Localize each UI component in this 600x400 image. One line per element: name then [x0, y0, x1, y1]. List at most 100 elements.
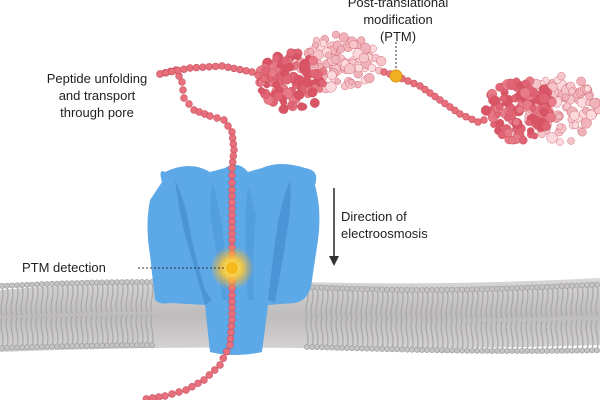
amino-acid-bead [441, 99, 449, 108]
amino-acid-bead [180, 65, 188, 73]
lipid-head [29, 344, 35, 351]
lipid-head [409, 287, 415, 293]
ptm-detection-label: PTM detection [22, 260, 106, 275]
amino-acid-bead [182, 386, 190, 394]
lipid-head [409, 346, 415, 353]
lipid-head [369, 345, 375, 352]
lipid-tail [360, 318, 364, 349]
lipid-head [129, 342, 135, 349]
lipid-head [489, 348, 495, 354]
lipid-head [549, 347, 555, 354]
lipid-tail [540, 320, 544, 352]
lipid-head [44, 343, 50, 350]
lipid-tail [70, 315, 74, 347]
lipid-head [99, 279, 105, 286]
ptm-label-line-1: Post-translational [347, 0, 449, 10]
lipid-head [429, 287, 435, 293]
lipid-tail [60, 283, 64, 314]
amino-acid-bead [224, 63, 232, 71]
lipid-head [574, 282, 580, 289]
protein-residue [308, 55, 319, 66]
lipid-head [69, 343, 75, 350]
lipid-tail [550, 286, 554, 317]
lipid-tail [15, 285, 19, 316]
lipid-head [564, 283, 570, 289]
lipid-head [529, 348, 535, 354]
lipid-tail [390, 319, 394, 350]
lipid-head [464, 286, 470, 293]
lipid-head [4, 344, 10, 351]
protein-residue [507, 136, 516, 145]
lipid-tail [350, 288, 354, 319]
lipid-tail [85, 282, 89, 313]
lipid-tail [380, 289, 384, 320]
lipid-tail [425, 319, 429, 351]
lipid-head [384, 346, 390, 353]
lipid-tail [80, 315, 84, 347]
lipid-tail [445, 320, 449, 351]
lipid-tail [515, 287, 519, 319]
lipid-head [429, 347, 435, 354]
protein-residue [567, 137, 575, 145]
protein-residue [525, 119, 532, 126]
lipid-head [84, 342, 90, 349]
protein-residue [261, 66, 271, 76]
amino-acid-bead [223, 348, 231, 356]
lipid-head [459, 286, 465, 293]
protein-residue [495, 103, 504, 111]
lipid-head [104, 279, 110, 286]
lipid-tail [305, 316, 309, 348]
lipid-tail [10, 317, 14, 348]
lipid-tail [20, 284, 24, 316]
lipid-tail [560, 286, 564, 317]
lipid-tail [30, 316, 34, 348]
lipid-tail [555, 286, 559, 317]
amino-acid-bead [230, 64, 238, 73]
lipid-tail [485, 320, 489, 352]
amino-acid-bead [228, 316, 236, 324]
lipid-head [104, 342, 110, 349]
lipid-tail [400, 289, 404, 321]
protein-residue [279, 105, 289, 114]
protein-residue [354, 63, 364, 73]
lipid-tail [60, 316, 64, 347]
amino-acid-bead [180, 94, 188, 102]
lipid-head [424, 287, 430, 293]
lipid-tail [145, 281, 149, 313]
lipid-tail [405, 319, 409, 350]
lipid-head [109, 342, 115, 349]
lipid-tail [525, 320, 529, 352]
protein-residue [526, 127, 535, 135]
lipid-head [124, 342, 130, 349]
protein-residue [272, 54, 280, 62]
lipid-tail [65, 316, 69, 347]
amino-acid-bead [436, 96, 444, 104]
lipid-head [0, 345, 5, 351]
lipid-tail [25, 317, 29, 348]
protein-residue [295, 90, 304, 99]
amino-acid-bead [228, 303, 236, 312]
lipid-head [329, 285, 335, 291]
lipid-head [414, 346, 420, 353]
amino-acid-bead [228, 205, 236, 213]
lipid-tail [445, 289, 449, 321]
lipid-head [404, 287, 410, 293]
lipid-tail [390, 289, 394, 320]
protein-residue [521, 79, 530, 88]
lipid-tail [385, 318, 389, 350]
lipid-tail [565, 320, 569, 351]
lipid-tail [105, 282, 109, 313]
lipid-tail [95, 282, 99, 313]
lipid-head [334, 344, 340, 351]
lipid-head [324, 284, 330, 291]
lipid-tail [405, 289, 409, 321]
lipid-tail [400, 319, 404, 350]
lipid-head [379, 346, 385, 352]
lipid-tail [375, 289, 379, 320]
amino-acid-bead [431, 92, 439, 101]
lipid-tail [500, 288, 504, 319]
lipid-tail [135, 281, 139, 313]
lipid-tail [515, 320, 519, 352]
lipid-head [134, 279, 140, 285]
lipid-head [354, 286, 360, 292]
